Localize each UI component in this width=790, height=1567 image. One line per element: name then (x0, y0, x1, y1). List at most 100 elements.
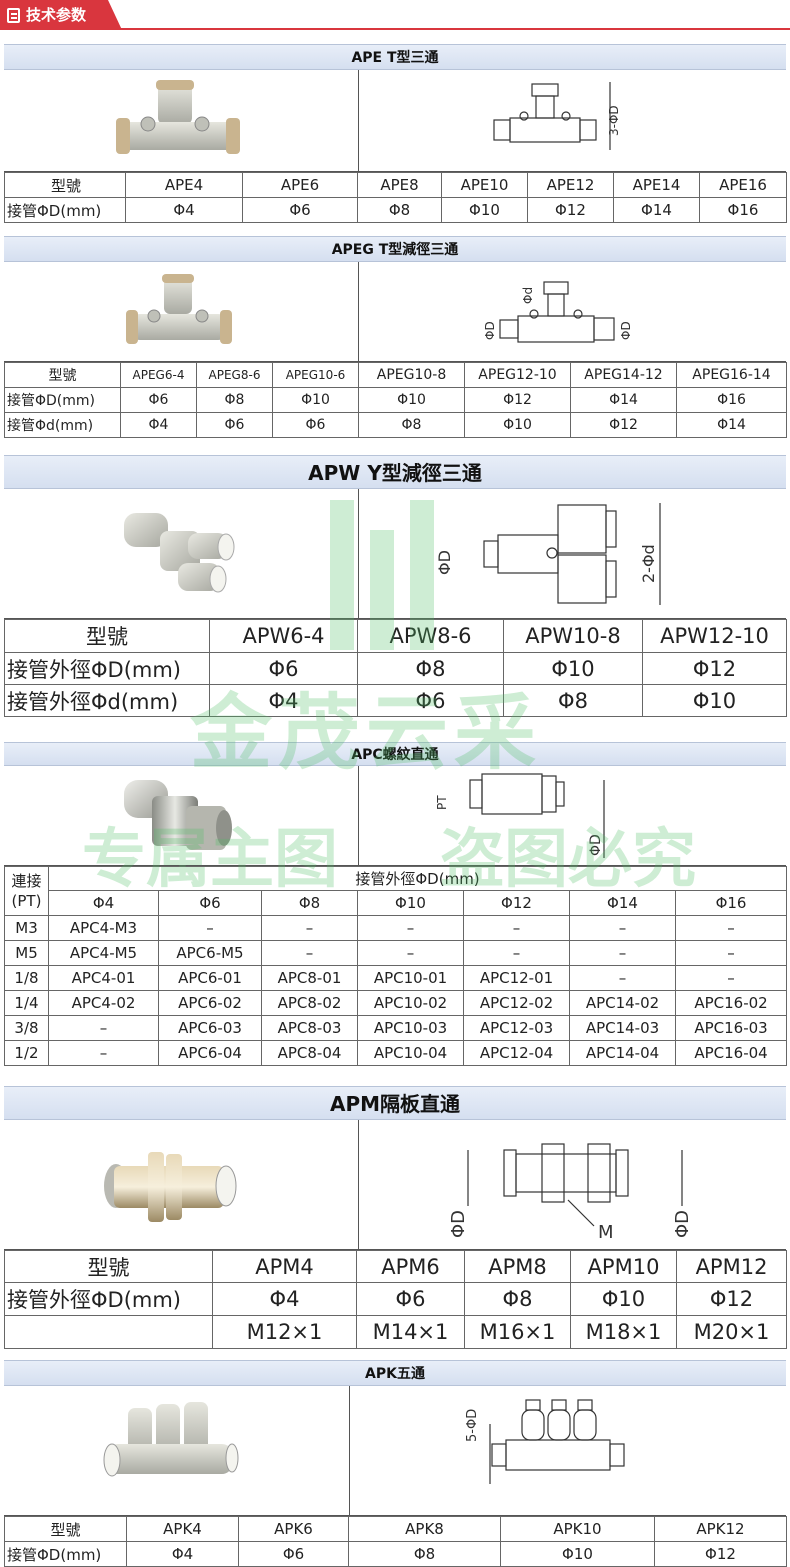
table-cell: Φ6 (356, 1282, 465, 1316)
apw-drawing: ΦD 2-Φd (435, 503, 661, 605)
table-header-cell: Φ12 (463, 890, 570, 916)
table-cell: APM4 (212, 1250, 357, 1283)
table-cell: M20×1 (676, 1315, 787, 1349)
table-cell: APE12 (527, 172, 614, 198)
table-cell: APE10 (441, 172, 528, 198)
table-cell: M5 (4, 940, 49, 966)
ape-label-model: 型號 (4, 172, 126, 198)
table-cell: APM10 (570, 1250, 677, 1283)
table-cell: – (357, 915, 464, 941)
apm-title: APM隔板直通 (4, 1086, 786, 1120)
apk-label-D: 接管ΦD(mm) (4, 1541, 127, 1567)
table-cell: APC14-03 (569, 1015, 676, 1041)
apc-dim-D: ΦD (588, 834, 604, 856)
table-cell: 1/2 (4, 1040, 49, 1066)
table-row: 1/2 – APC6-04 APC8-04 APC10-04 APC12-04 … (4, 1040, 788, 1066)
apeg-title: APEG T型減徑三通 (4, 236, 786, 262)
table-cell: Φ4 (120, 412, 197, 438)
apeg-dim-d: Φd (521, 287, 535, 304)
table-cell: APE14 (613, 172, 700, 198)
table-cell: Φ10 (441, 197, 528, 223)
table-row: 1/8 APC4-01 APC6-01 APC8-01 APC10-01 APC… (4, 965, 788, 991)
apk-product-photo (103, 1402, 239, 1477)
table-cell: Φ14 (570, 387, 677, 413)
table-cell: APE16 (699, 172, 787, 198)
section-tag: 技术参数 (0, 0, 122, 30)
table-cell: APE8 (357, 172, 442, 198)
apc-table: 連接 (PT) 接管外徑ΦD(mm) Φ4 Φ6 Φ8 Φ10 Φ12 Φ14 … (4, 866, 788, 1066)
table-cell: M12×1 (212, 1315, 357, 1349)
apw-label-D: 接管外徑ΦD(mm) (4, 652, 210, 685)
table-cell: APEG6-4 (120, 362, 197, 388)
table-cell: APC16-03 (674, 1015, 788, 1041)
watermark-logo-mark (330, 500, 434, 650)
table-cell: Φ12 (464, 387, 571, 413)
apw-title: APW Y型減徑三通 (4, 455, 786, 489)
ape-figure: 3-ΦD (4, 70, 786, 172)
apw-figure: ΦD 2-Φd (4, 489, 786, 619)
table-cell: Φ16 (676, 387, 787, 413)
table-cell: Φ8 (503, 684, 643, 717)
table-cell: Φ4 (209, 684, 358, 717)
table-cell: Φ14 (613, 197, 700, 223)
table-cell: Φ12 (642, 652, 787, 685)
table-header-cell: Φ4 (48, 890, 159, 916)
table-cell: Φ6 (238, 1541, 349, 1567)
table-cell: – (48, 1015, 159, 1041)
table-cell: M14×1 (356, 1315, 465, 1349)
apm-label-model: 型號 (4, 1250, 213, 1283)
apk-label-model: 型號 (4, 1516, 127, 1542)
apw-dim-d: 2-Φd (639, 544, 658, 583)
table-cell: APM12 (676, 1250, 787, 1283)
table-cell: APEG14-12 (570, 362, 677, 388)
table-cell: Φ12 (676, 1282, 787, 1316)
table-cell: M16×1 (464, 1315, 571, 1349)
table-cell: 3/8 (4, 1015, 49, 1041)
table-cell: Φ8 (464, 1282, 571, 1316)
table-cell: APC6-04 (158, 1040, 262, 1066)
table-cell: Φ8 (196, 387, 273, 413)
table-cell: APC12-01 (463, 965, 570, 991)
table-header-cell: Φ6 (158, 890, 262, 916)
table-cell: Φ16 (699, 197, 787, 223)
table-cell: APW8-6 (357, 619, 504, 653)
table-cell: Φ10 (500, 1541, 655, 1567)
table-cell: APK8 (348, 1516, 501, 1542)
table-cell: APC10-01 (357, 965, 464, 991)
apc-label-conn: 連接 (PT) (4, 866, 49, 916)
apeg-dim-D-left: ΦD (483, 321, 497, 340)
table-cell: – (569, 965, 676, 991)
ape-product-photo (116, 80, 240, 154)
apeg-label-d: 接管Φd(mm) (4, 412, 121, 438)
table-cell: APM6 (356, 1250, 465, 1283)
apm-table: 型號 APM4 APM6 APM8 APM10 APM12 接管外徑ΦD(mm)… (4, 1250, 787, 1349)
table-cell: Φ10 (570, 1282, 677, 1316)
ape-table: 型號 APE4 APE6 APE8 APE10 APE12 APE14 APE1… (4, 172, 787, 223)
table-cell: APW6-4 (209, 619, 358, 653)
apeg-label-model: 型號 (4, 362, 121, 388)
apc-dim-pt: PT (435, 795, 449, 810)
table-cell: APC14-02 (569, 990, 676, 1016)
table-cell: APEG12-10 (464, 362, 571, 388)
table-cell: APC8-04 (261, 1040, 358, 1066)
ape-section: APE T型三通 3-ΦD (4, 44, 787, 223)
table-cell: – (261, 940, 358, 966)
table-cell: – (463, 915, 570, 941)
table-cell: APC4-02 (48, 990, 159, 1016)
ape-title: APE T型三通 (4, 44, 786, 70)
table-cell: APEG10-8 (358, 362, 465, 388)
table-cell: Φ12 (527, 197, 614, 223)
table-cell: – (48, 1040, 159, 1066)
table-cell: APE4 (125, 172, 243, 198)
table-cell: APC6-M5 (158, 940, 262, 966)
apm-dim-D-left: ΦD (448, 1210, 469, 1238)
table-cell: – (158, 915, 262, 941)
apw-label-d: 接管外徑Φd(mm) (4, 684, 210, 717)
table-cell: – (569, 915, 676, 941)
table-cell: APEG16-14 (676, 362, 787, 388)
apc-figure: PT ΦD (4, 766, 786, 866)
table-cell: Φ10 (358, 387, 465, 413)
ape-drawing: 3-ΦD (493, 82, 621, 150)
apk-dim-label: 5-ΦD (465, 1409, 480, 1442)
table-cell: Φ8 (357, 197, 442, 223)
